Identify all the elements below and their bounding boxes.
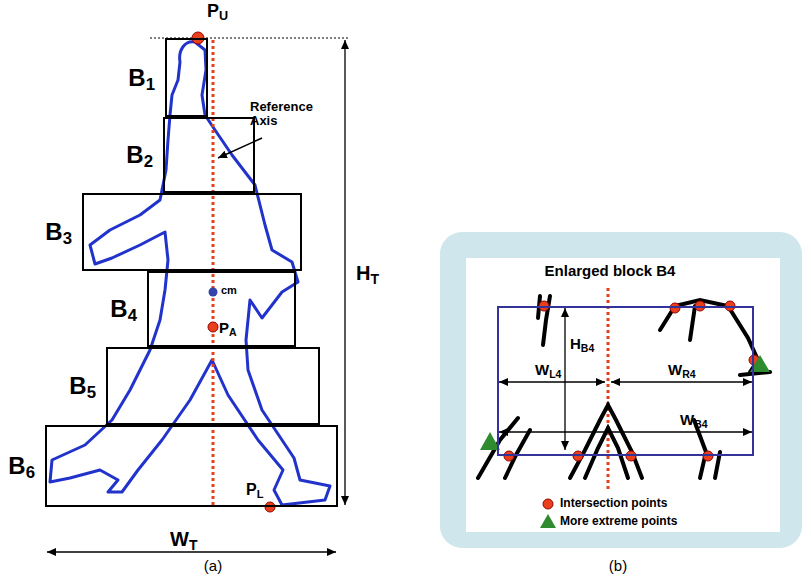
body-block: B2: [163, 117, 255, 193]
intersection-points: [504, 301, 759, 509]
dimension-label: WT: [170, 528, 197, 553]
block-label: B1: [128, 64, 155, 95]
body-block: B3: [82, 193, 302, 271]
point: [208, 322, 218, 332]
dimension-label: WR4: [668, 362, 696, 380]
point: [209, 288, 218, 297]
body-block: B1: [165, 38, 208, 117]
silhouette: [50, 42, 330, 505]
dimension-line: [344, 40, 345, 505]
block-label: B3: [45, 218, 72, 249]
body-block: B6: [45, 425, 338, 507]
body-strokes: [478, 296, 770, 478]
dimension-lines: [499, 308, 752, 450]
reference-axis: [212, 40, 215, 507]
block-label: B6: [8, 452, 35, 483]
legend-text: Intersection points: [560, 496, 667, 510]
block-label: B2: [126, 141, 153, 172]
block-label: B4: [110, 295, 137, 326]
extreme-points: [480, 355, 770, 528]
panel: [440, 232, 802, 548]
leader-line: [218, 138, 262, 158]
dimension-label: HB4: [570, 336, 594, 354]
axis-label: Reference Axis: [250, 100, 320, 129]
point: [265, 502, 275, 512]
dimension-label: WL4: [535, 362, 561, 380]
panel-label: (a): [204, 558, 222, 575]
point-label: PU: [207, 2, 228, 24]
point-label: cm: [221, 284, 237, 296]
enlarged-block: Enlarged block B4: [497, 306, 754, 456]
reference-axis: [607, 288, 610, 492]
panel-inner: [466, 258, 780, 532]
legend-text: More extreme points: [560, 514, 677, 528]
body-block: B5: [106, 347, 320, 425]
dimension-label: WB4: [680, 412, 708, 430]
block-label: B5: [69, 372, 96, 403]
panel-label: (b): [609, 558, 627, 575]
dimension-label: HT: [356, 262, 379, 287]
block-heading: Enlarged block B4: [545, 262, 676, 279]
point-label: PA: [219, 320, 237, 338]
point-label: PL: [246, 481, 264, 500]
